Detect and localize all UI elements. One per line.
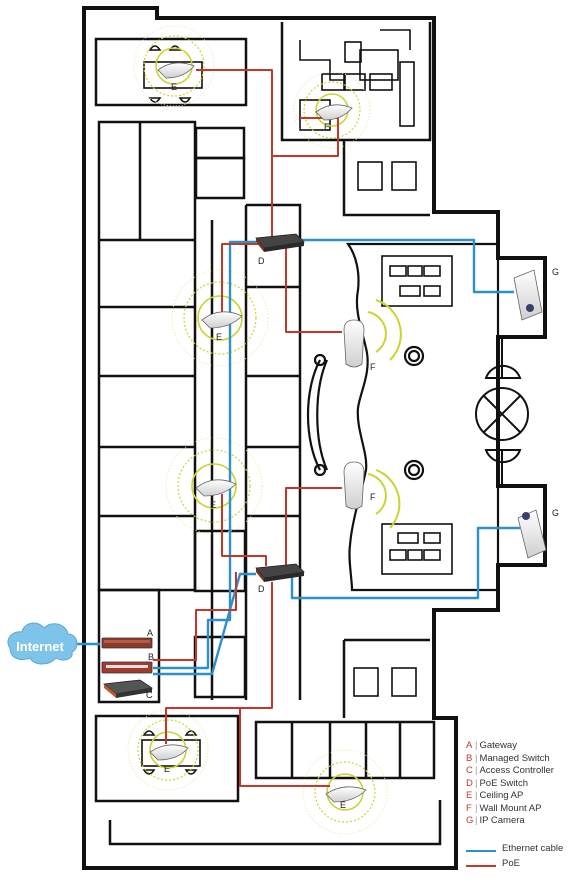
ceiling-ap-top-left-label: E [171,82,177,92]
ceiling-ap-middle-lower-label: E [210,500,216,510]
legend-item: F|Wall Mount AP [466,803,574,816]
poe-d-upper-to-ap-middle [221,243,258,318]
access-controller-label: C [146,690,153,700]
legend-item-letter: B [466,752,473,764]
managed-switch-device: B [101,652,154,674]
poe-switch-device-lower: D [255,563,305,594]
ethernet-d-lower-to-camera-lower [290,526,520,600]
legend-item-separator: | [475,752,478,764]
legend-item-text: Managed Switch [479,752,550,764]
ceiling-ap-middle-upper-label: E [216,332,222,342]
ip-camera-upper-label: G [552,267,559,277]
ethernet-d-upper-to-camera-upper [300,238,514,294]
ceiling-ap-top-right-label: E [324,122,330,132]
ceiling-ap-bottom-right-label: E [340,800,346,810]
interior-walls [94,22,442,846]
legend-item-separator: | [475,790,478,801]
legend-item-separator: | [475,740,478,751]
wall-ap-lower-label: F [370,492,376,502]
legend-item: C|Access Controller [466,765,574,778]
coverage-wall-ap-lower [367,469,401,529]
legend-item: B|Managed Switch [466,753,574,766]
legend-poe-label: PoE [502,857,520,869]
legend-item: G|IP Camera [466,815,574,828]
ceiling-ap-top-right: E [315,104,353,132]
ceiling-ap-top-left: E [157,62,195,92]
ethernet-b-to-d-upper [153,240,256,670]
managed-switch-label: B [148,652,154,662]
poe-switch-lower-label: D [258,584,265,594]
ceiling-ap-middle-upper: E [201,311,243,342]
revolving-door [475,337,529,486]
poe-switch-upper-label: D [258,256,265,266]
legend-item-separator: | [475,765,478,776]
ethernet-b-to-d-lower [153,572,256,676]
legend-item: A|Gateway [466,740,574,753]
ip-camera-lower: G [517,508,559,559]
legend-item: D|PoE Switch [466,778,574,791]
poe-switch-device-upper: D [255,233,305,266]
wall-ap-upper: F [343,319,376,372]
legend-item: E|Ceiling AP [466,790,574,803]
legend-item-letter: A [466,740,473,751]
legend-ethernet-label: Ethernet cable [502,842,564,854]
furniture [141,29,453,775]
ceiling-ap-bottom-left-label: E [164,764,170,774]
poe-d-lower-to-ap-bottom-left [165,582,273,744]
access-controller-device: C [103,679,154,700]
gateway-device: A [101,628,153,649]
legend-ethernet-swatch [466,849,496,852]
legend-item-letter: D [466,777,473,789]
legend-item-separator: | [475,777,478,789]
coverage-ap-middle-upper [171,269,269,367]
ceiling-ap-bottom-right: E [325,786,367,810]
poe-cables [153,69,342,787]
poe-b-to-d-lower [153,572,237,661]
poe-d-lower-to-ap-middle-lower [221,494,267,566]
legend-poe-swatch [466,864,496,867]
legend-item-letter: F [466,802,472,814]
poe-d-lower-to-ap-bottom-right [239,708,330,787]
coverage-ap-middle-lower [165,437,263,535]
legend-item-text: Ceiling AP [479,790,524,801]
central-hall [306,242,500,592]
ceiling-ap-bottom-left: E [149,744,189,774]
legend-item-text: Wall Mount AP [479,802,542,814]
ip-camera-lower-label: G [552,508,559,518]
ethernet-cables [74,238,520,676]
internet-cloud: Internet [7,622,78,665]
legend-item-separator: | [475,802,478,814]
poe-d-upper-to-wall-ap-upper [285,246,342,333]
legend-item-text: PoE Switch [479,777,529,789]
legend-item-text: Access Controller [479,765,554,776]
legend-item-text: Gateway [479,740,517,751]
legend-poe: PoE [466,857,574,872]
gateway-label: A [147,628,153,638]
wall-ap-lower: F [343,461,376,510]
legend-item-letter: G [466,815,474,826]
legend-item-text: IP Camera [479,815,525,826]
poe-d-lower-to-wall-ap-lower [285,487,342,566]
wall-ap-upper-label: F [370,362,376,372]
internet-label: Internet [16,639,64,654]
legend-item-letter: C [466,765,473,776]
ceiling-ap-middle-lower: E [195,479,237,510]
legend-item-letter: E [466,790,473,801]
ip-camera-upper: G [513,267,559,321]
legend-item-separator: | [475,815,478,826]
coverage-wall-ap-upper [367,299,402,361]
legend-ethernet: Ethernet cable [466,842,574,857]
